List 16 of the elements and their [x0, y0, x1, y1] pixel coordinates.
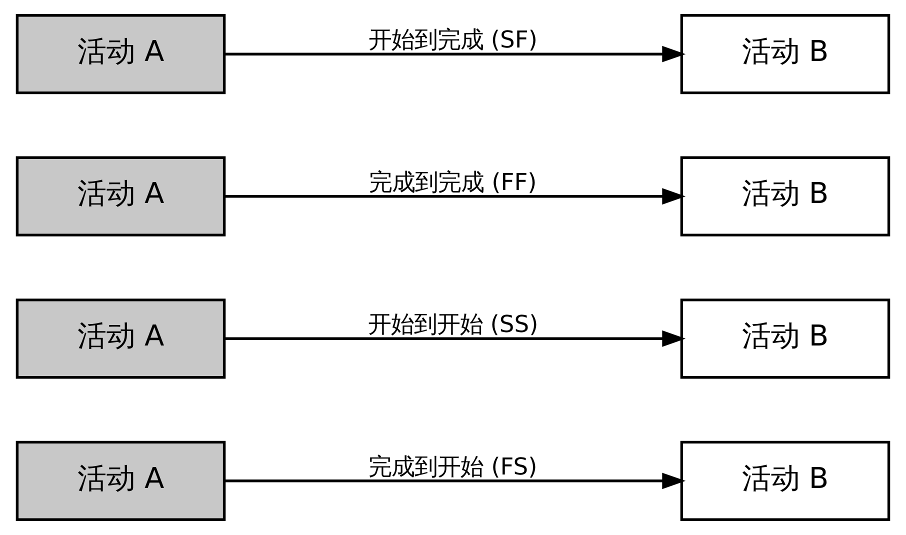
- arrow: [224, 330, 686, 347]
- arrow: [224, 188, 686, 205]
- node-box: 活动 A: [16, 298, 226, 379]
- node-box: 活动 A: [16, 156, 226, 236]
- edge-label: 开始到完成 (SF): [368, 26, 538, 54]
- node-box: 活动 B: [680, 440, 890, 521]
- node-box: 活动 A: [16, 14, 226, 94]
- edge-label: 完成到开始 (FS): [368, 452, 538, 480]
- node-box: 活动 B: [680, 156, 890, 236]
- node-box: 活动 A: [16, 440, 226, 521]
- node-box: 活动 B: [680, 298, 890, 379]
- node-box: 活动 B: [680, 14, 890, 94]
- edge-label: 完成到完成 (FF): [369, 168, 537, 196]
- arrow: [224, 472, 686, 490]
- edge-label: 开始到开始 (SS): [368, 310, 538, 338]
- arrow: [224, 46, 686, 62]
